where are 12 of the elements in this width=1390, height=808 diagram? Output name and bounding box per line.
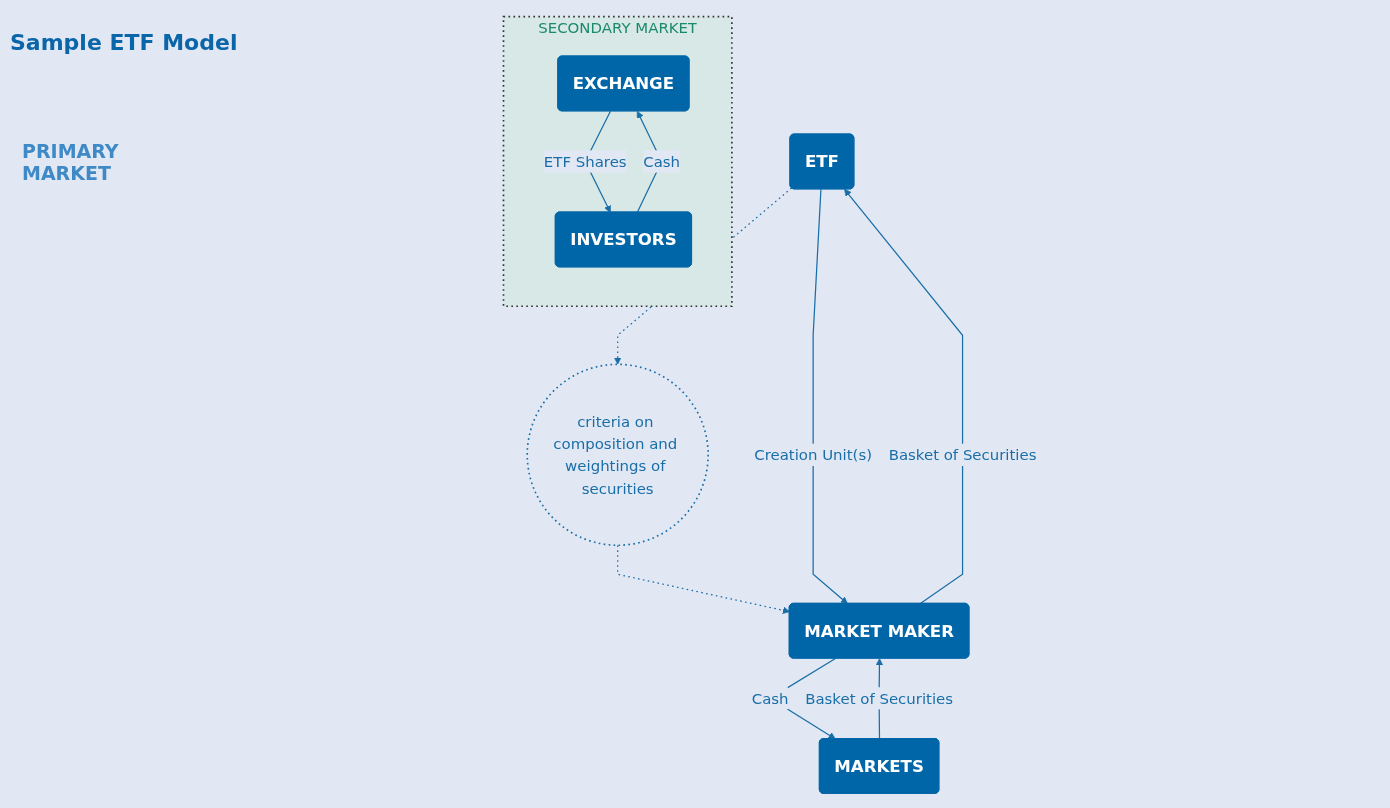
diagram-title: Sample ETF Model — [10, 30, 238, 55]
node-circle: criteria on composition and weightings of securities — [526, 363, 709, 547]
section-label: PRIMARY MARKET — [22, 140, 120, 184]
arrow — [844, 188, 964, 605]
edge-label: Basket of Securities — [888, 446, 1037, 464]
arrow — [812, 188, 848, 605]
edge-label: Cash — [751, 689, 789, 708]
edge-label: ETF Shares — [543, 152, 627, 171]
arrow — [617, 544, 790, 614]
edge-label: Basket of Securities — [805, 689, 954, 708]
edge-label: Cash — [643, 152, 681, 171]
edge-label: Creation Unit(s) — [754, 446, 873, 464]
